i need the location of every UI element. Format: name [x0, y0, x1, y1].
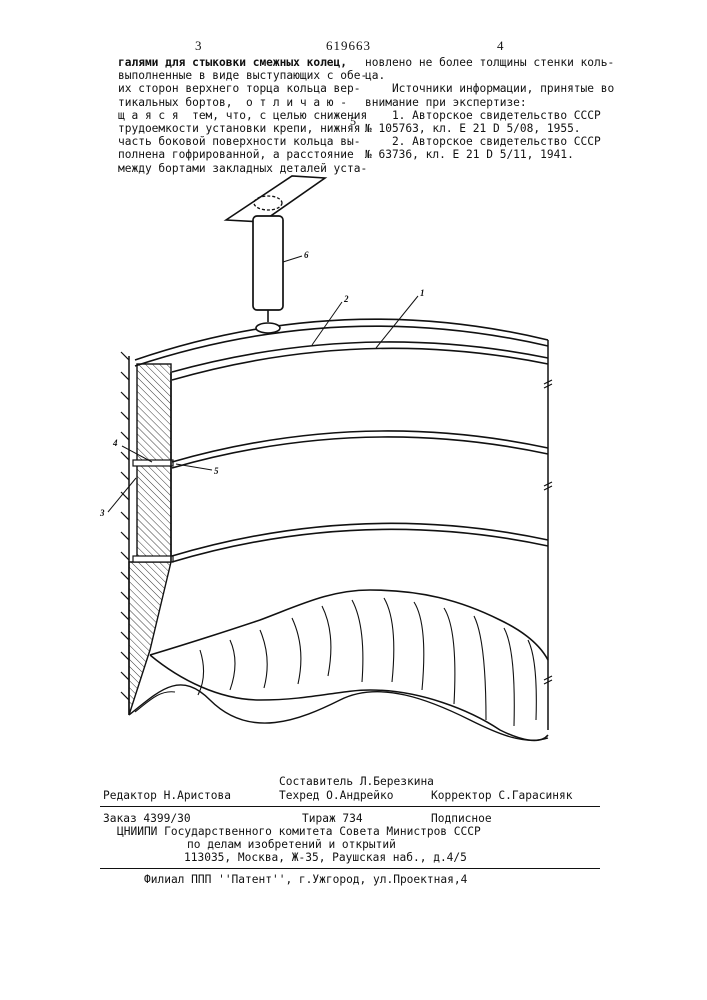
branch-line: Филиал ППП ''Патент'', г.Ужгород, ул.Про…: [144, 873, 467, 886]
figure-label-4: 4: [113, 438, 118, 448]
subscription-line: Подписное: [431, 812, 492, 825]
ring-arcs: [135, 319, 548, 562]
corrector-line: Корректор С.Гарасиняк: [431, 789, 572, 802]
backfill: [129, 364, 171, 715]
editor-line: Редактор Н.Аристова: [103, 789, 231, 802]
figure-label-1: 1: [420, 288, 425, 298]
figure-label-2: 2: [344, 294, 349, 304]
footer-divider-1: [100, 806, 600, 807]
address-line: 113035, Москва, Ж-35, Раушская наб., д.4…: [184, 851, 467, 864]
organization-line-2: по делам изобретений и открытий: [187, 838, 396, 851]
figure-label-3: 3: [100, 508, 105, 518]
rock-wall: [121, 352, 129, 715]
corrugated-part: [129, 590, 548, 740]
order-line: Заказ 4399/30: [103, 812, 191, 825]
jack-assembly: [226, 176, 325, 333]
figure-label-5: 5: [214, 466, 219, 476]
circulation-line: Тираж 734: [302, 812, 363, 825]
techred-line: Техред О.Андрейко: [279, 789, 394, 802]
organization-line-1: ЦНИИПИ Государственного комитета Совета …: [117, 825, 481, 838]
footer-divider-2: [100, 868, 600, 869]
figure-label-6: 6: [304, 250, 309, 260]
compiler-line: Составитель Л.Березкина: [279, 775, 434, 788]
